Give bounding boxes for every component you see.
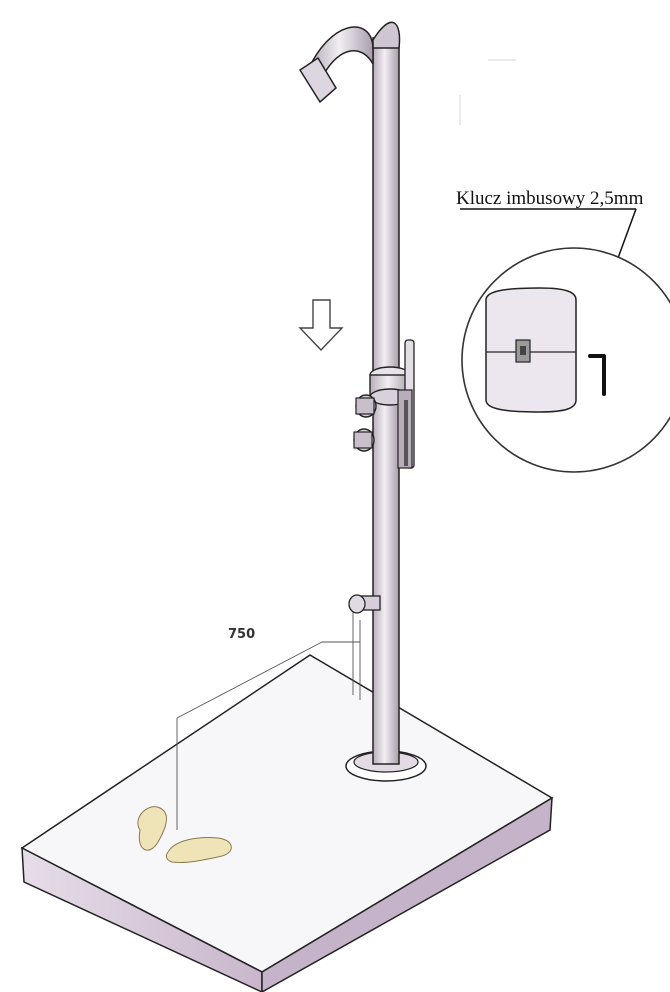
shower-base	[20, 654, 554, 992]
down-arrow-icon	[298, 299, 344, 352]
allen-key-label: Klucz imbusowy 2,5mm	[456, 188, 644, 209]
footprint-icon	[137, 806, 232, 863]
left-footprint	[137, 806, 167, 851]
base-top-surface	[20, 654, 554, 973]
base-left-side	[21, 846, 263, 992]
base-right-side	[261, 796, 553, 992]
mixer-valve	[353, 339, 415, 469]
right-footprint	[165, 837, 232, 863]
allen-key-icon	[588, 354, 606, 396]
shower-head	[298, 56, 337, 104]
dimension-label: 750	[228, 627, 256, 642]
valve-handle-detail	[485, 287, 577, 413]
foot-wash-tap	[348, 594, 381, 614]
faint-marks	[459, 59, 516, 125]
dimension-750	[176, 608, 361, 830]
detail-callout	[460, 208, 670, 473]
